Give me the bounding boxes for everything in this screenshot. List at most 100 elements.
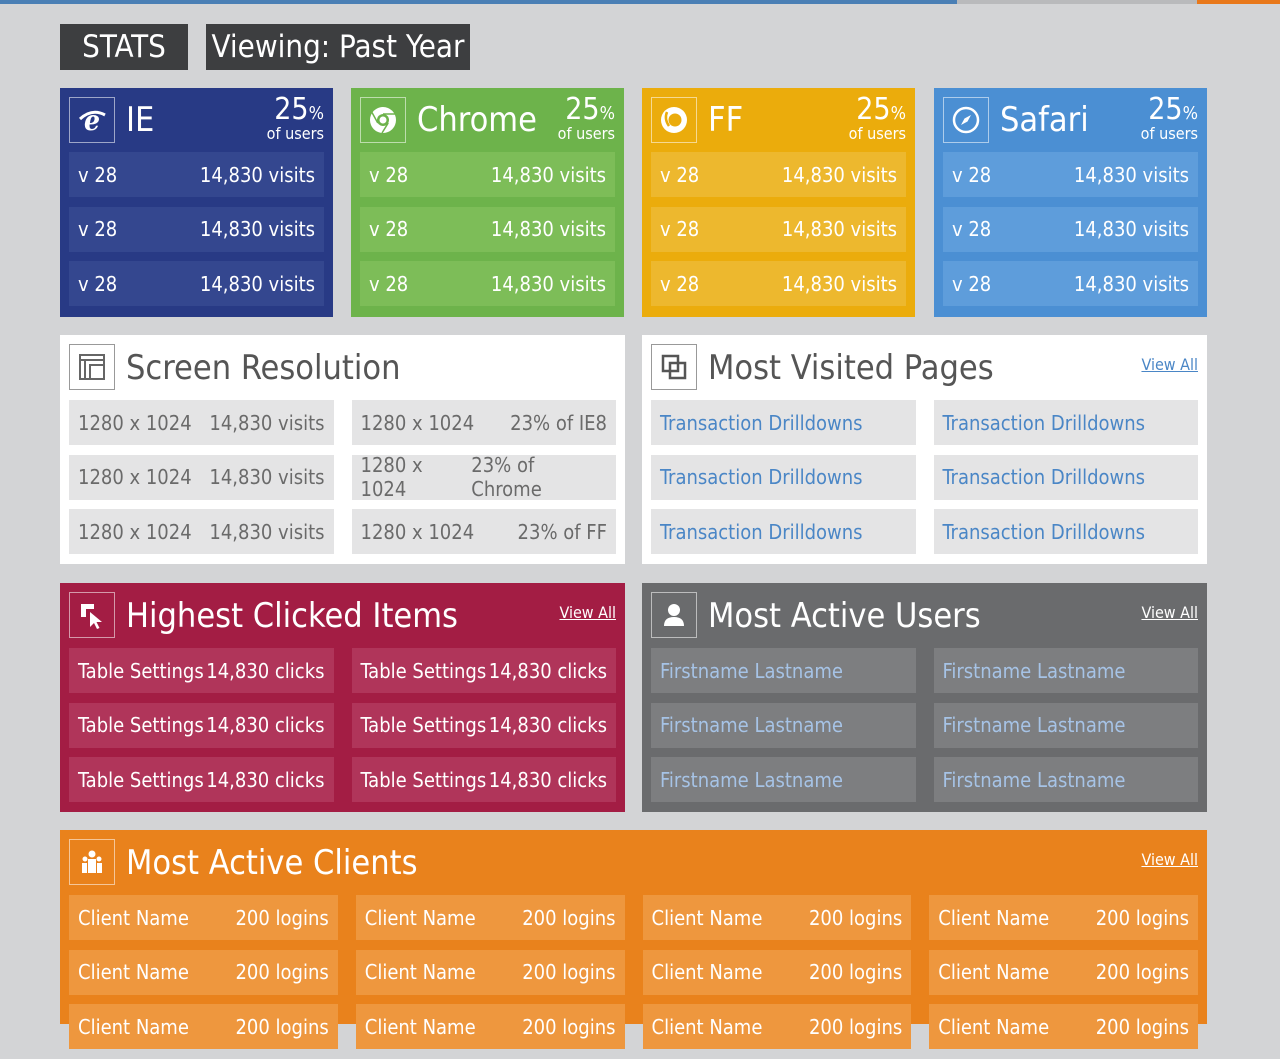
resolution-label: 1280 x 1024 xyxy=(78,465,192,489)
visits-value: 14,830 visits xyxy=(199,271,315,296)
client-row[interactable]: Client Name 200 logins xyxy=(69,1004,338,1049)
item-name: Table Settings xyxy=(360,767,487,792)
client-logins: 200 logins xyxy=(235,960,329,984)
version-label: v 28 xyxy=(660,271,700,296)
user-link[interactable]: Firstname Lastname xyxy=(933,757,1198,802)
top-accent-bar xyxy=(0,0,1280,4)
user-link[interactable]: Firstname Lastname xyxy=(933,648,1198,693)
clients-icon xyxy=(69,839,115,885)
view-all-link[interactable]: View All xyxy=(1141,603,1198,622)
page-link[interactable]: Transaction Drilldowns xyxy=(651,454,916,500)
user-link[interactable]: Firstname Lastname xyxy=(651,648,916,693)
accent-segment-gray xyxy=(957,0,1197,4)
share-value: 25 xyxy=(1148,92,1183,127)
page-link[interactable]: Transaction Drilldowns xyxy=(933,400,1198,445)
view-all-link[interactable]: View All xyxy=(1141,850,1198,869)
item-clicks: 14,830 clicks xyxy=(488,658,607,683)
page-link[interactable]: Transaction Drilldowns xyxy=(933,454,1198,500)
client-name: Client Name xyxy=(938,905,1050,930)
version-row[interactable]: v 28 14,830 visits xyxy=(651,206,906,252)
resolution-label: 1280 x 1024 xyxy=(360,519,475,544)
user-link[interactable]: Firstname Lastname xyxy=(933,702,1198,748)
resolution-label: 1280 x 1024 xyxy=(78,410,192,435)
client-name: Client Name xyxy=(364,1014,476,1039)
user-link[interactable]: Firstname Lastname xyxy=(651,757,916,802)
page-link[interactable]: Transaction Drilldowns xyxy=(933,509,1198,554)
version-label: v 28 xyxy=(660,217,700,241)
view-all-link[interactable]: View All xyxy=(559,603,616,622)
page-link[interactable]: Transaction Drilldowns xyxy=(651,400,916,445)
browser-share: 25% of users xyxy=(267,94,324,142)
stats-tab[interactable]: STATS xyxy=(60,24,188,70)
client-logins: 200 logins xyxy=(808,905,903,930)
resolution-value: 23% of Chrome xyxy=(471,453,542,501)
client-name: Client Name xyxy=(364,960,476,984)
client-name: Client Name xyxy=(78,1014,189,1039)
version-row[interactable]: v 28 14,830 visits xyxy=(651,261,906,306)
panel-title: Most Active Users xyxy=(708,596,981,636)
viewing-period-selector[interactable]: Viewing: Past Year xyxy=(206,24,470,70)
version-label: v 28 xyxy=(78,271,118,296)
client-row[interactable]: Client Name 200 logins xyxy=(355,949,625,995)
visits-value: 14,830 visits xyxy=(1073,217,1189,241)
visits-value: 14,830 visits xyxy=(781,271,897,296)
resolution-row[interactable]: 1280 x 1024 23% of FF xyxy=(351,509,616,554)
visits-value: 14,830 visits xyxy=(781,217,897,241)
visits-value: 14,830 visits xyxy=(199,217,315,241)
item-clicks: 14,830 clicks xyxy=(488,767,607,792)
version-label: v 28 xyxy=(78,217,118,241)
share-value: 25 xyxy=(565,92,600,127)
version-label: v 28 xyxy=(78,162,118,187)
version-row[interactable]: v 28 14,830 visits xyxy=(69,206,324,252)
accent-segment-orange xyxy=(1197,0,1280,4)
item-name: Table Settings xyxy=(78,767,204,792)
share-value: 25 xyxy=(856,92,891,127)
resolution-value: 23% of FF xyxy=(517,519,607,544)
page-link[interactable]: Transaction Drilldowns xyxy=(651,509,916,554)
client-logins: 200 logins xyxy=(522,960,616,984)
user-link[interactable]: Firstname Lastname xyxy=(651,702,916,748)
view-all-link[interactable]: View All xyxy=(1141,355,1198,374)
panel-title: Most Active Clients xyxy=(126,843,418,883)
share-symbol: % xyxy=(599,103,615,124)
resolution-label: 1280 x 1024 xyxy=(360,410,475,435)
share-caption: of users xyxy=(266,124,324,143)
browser-share: 25% of users xyxy=(558,94,615,142)
client-logins: 200 logins xyxy=(235,1014,329,1039)
client-name: Client Name xyxy=(364,905,476,930)
pages-icon xyxy=(651,344,697,390)
visits-value: 14,830 visits xyxy=(1073,162,1189,187)
user-icon xyxy=(651,592,697,638)
version-row[interactable]: v 28 14,830 visits xyxy=(69,261,324,306)
